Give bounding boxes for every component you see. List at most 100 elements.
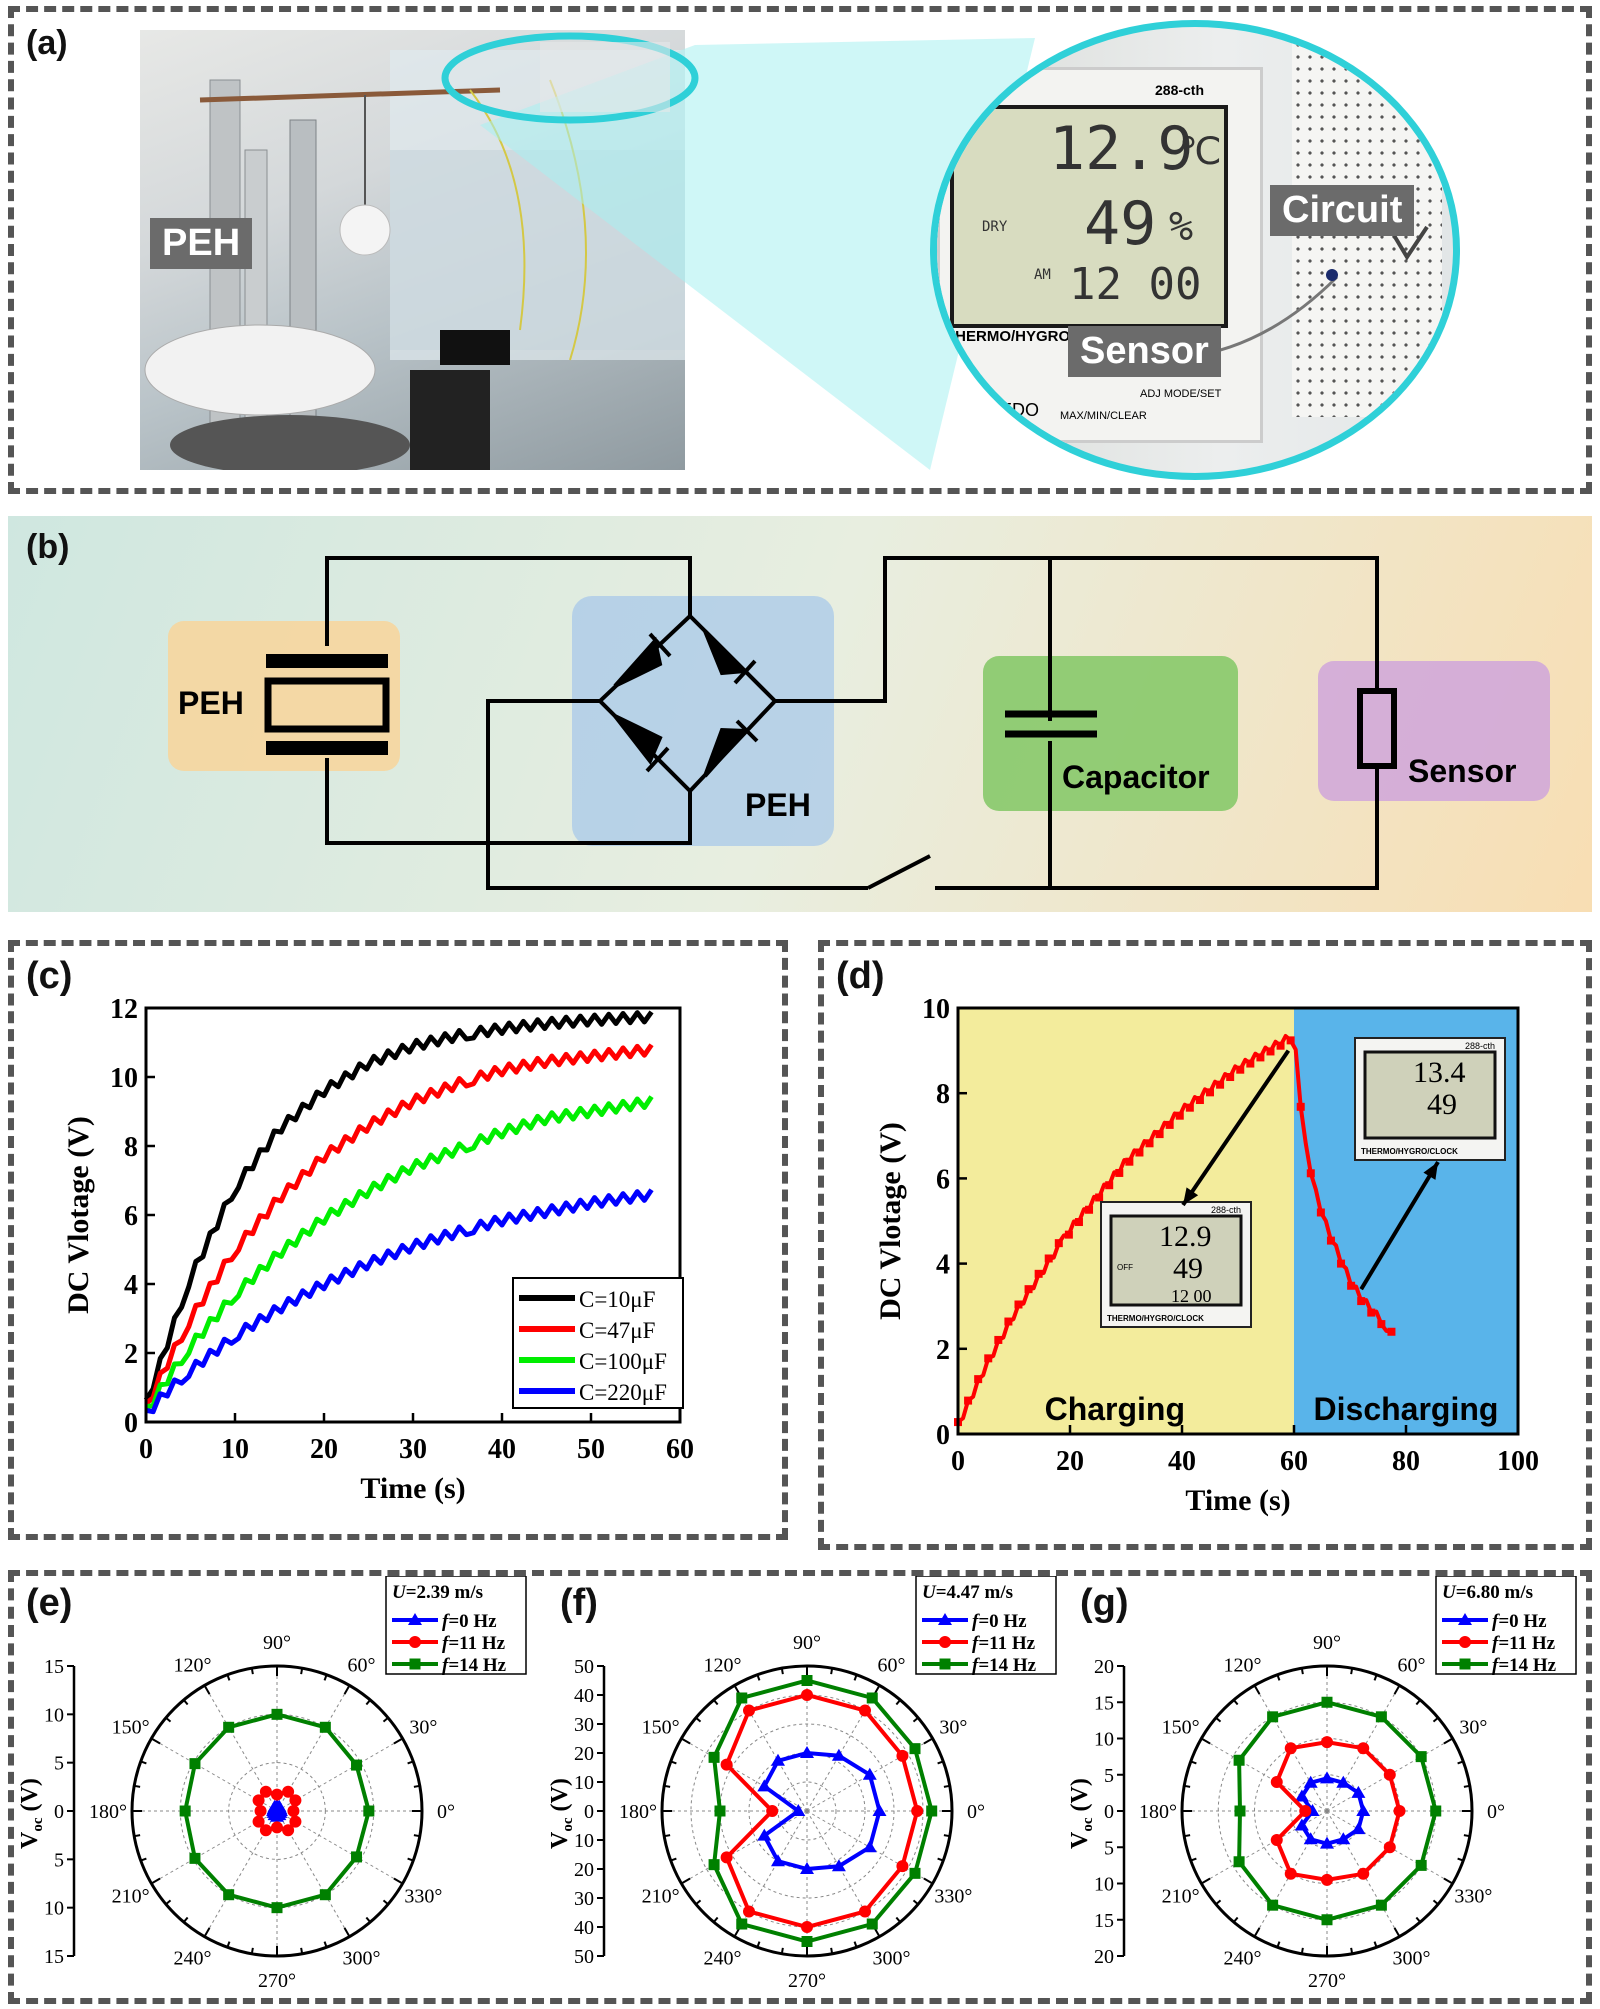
legend-label-value: =0 Hz [448,1611,497,1632]
inset-off: OFF [1117,1263,1133,1272]
panel-d-frame [818,940,1592,1550]
legend-label-0: f=0 Hz [442,1611,497,1632]
panel-label-d: (d) [836,955,885,997]
radial-axis-label: 20 [1094,1656,1114,1678]
polar-point [714,1805,726,1817]
radial-axis-label: 15 [1094,1692,1114,1714]
polar-point [1351,1785,1366,1798]
polar-tick [923,1737,934,1745]
radial-axis-label: 10 [1094,1729,1114,1751]
angle-label: 90° [263,1632,291,1654]
polar-tick [670,1857,677,1862]
polar-tick [664,1834,671,1838]
data-point [1326,1236,1335,1245]
polar-point [801,1689,813,1701]
radial-axis-title-sub: oc [1080,1817,1096,1832]
polar-point [743,1905,755,1918]
panel-a-frame [8,6,1592,494]
polar-point [909,1867,921,1879]
legend-marker-2 [939,1658,951,1670]
polar-point [1303,1832,1318,1845]
panel-efg-frame [8,1570,1592,2004]
radial-axis-title-unit: (V) [1067,1778,1093,1817]
data-point [1054,1239,1063,1248]
radial-axis-label: 40 [574,1917,594,1939]
radial-axis-label: 0 [1104,1801,1114,1823]
data-point [1377,1320,1386,1329]
polar-tick [912,1717,919,1723]
radial-axis-label: 20 [574,1859,594,1881]
polar-point [1284,1867,1297,1880]
polar-point [757,1828,772,1841]
polar-point [896,1749,909,1762]
sensor-label: Sensor [1408,753,1516,789]
polar-tick [1253,1684,1261,1695]
polar-tick [943,1834,950,1838]
polar-tick [1300,1947,1304,1954]
polar-tick [150,1737,161,1745]
y-tick-label: 4 [124,1270,138,1301]
polar-point [319,1889,331,1901]
x-tick-label: 0 [951,1446,965,1477]
data-point [1064,1230,1073,1239]
polar-tick [1373,1674,1378,1681]
inset-brand: THERMO/HYGRO/CLOCK [1107,1314,1204,1323]
polar-tick [695,1717,702,1723]
thermo-logo: EDO [1000,400,1040,420]
legend-label-value: =0 Hz [978,1611,1027,1632]
thermo-hygrometer: 12.9 ℃ 49 % DRY AM 12 00 288-cth THERMO/… [937,67,1263,443]
polar-point [831,1859,846,1872]
panel-c-frame [8,940,788,1540]
polar-tick [780,1668,784,1675]
polar-point [1321,1736,1333,1749]
polar-point [866,1918,878,1930]
polar-tick [937,1857,944,1862]
polar-tick [203,1684,211,1695]
data-point [1286,1036,1295,1045]
legend-title-var: U [1442,1582,1457,1603]
angle-label: 150° [1162,1717,1200,1739]
polar-point [859,1704,871,1717]
polar-tick [1373,1941,1378,1948]
data-point [1206,1088,1214,1097]
polar-point [351,1851,363,1863]
legend-label-1: f=11 Hz [442,1633,506,1654]
inset-arrowhead-0 [1183,1187,1199,1205]
radial-axis-title: Voc (V) [547,1778,576,1849]
polar-point [287,1805,300,1817]
data-point [1246,1059,1255,1068]
polar-tick [1184,1834,1191,1838]
data-point [984,1354,993,1363]
data-point [1175,1111,1184,1120]
legend-title-value: =4.47 m/s [936,1582,1013,1603]
polar-point [1267,1711,1279,1723]
legend-label-value: =0 Hz [1498,1611,1547,1632]
polar-point [1356,1804,1371,1816]
inset-humidity: 49 [1173,1252,1203,1285]
lcd-temp-unit: ℃ [1179,129,1222,173]
inset-arrowhead-1 [1423,1162,1438,1180]
polar-point [1294,1789,1309,1802]
radial-axis-label: 5 [1104,1837,1114,1859]
polar-tick [1200,1737,1211,1745]
data-point [974,1375,983,1384]
polar-tick [680,1737,691,1745]
polar-point [1430,1805,1442,1817]
polar-point [179,1805,191,1817]
series-line-1 [144,1043,654,1406]
polar-point [1415,1859,1427,1871]
panel-label-f: (f) [560,1582,598,1624]
data-point [1216,1080,1225,1089]
polar-tick [300,1668,304,1675]
radial-axis-title-sub: oc [560,1817,576,1832]
bridge-label: PEH [745,787,811,823]
data-point [1337,1259,1346,1268]
polar-point [831,1748,846,1761]
polar-point [1320,1771,1334,1784]
x-tick-label: 60 [666,1434,694,1465]
polar-tick [1350,1947,1354,1954]
x-tick-label: 40 [488,1434,516,1465]
polar-point [1320,1836,1334,1849]
panel-label-g: (g) [1080,1582,1129,1624]
tag-sensor: Sensor [1068,326,1221,377]
